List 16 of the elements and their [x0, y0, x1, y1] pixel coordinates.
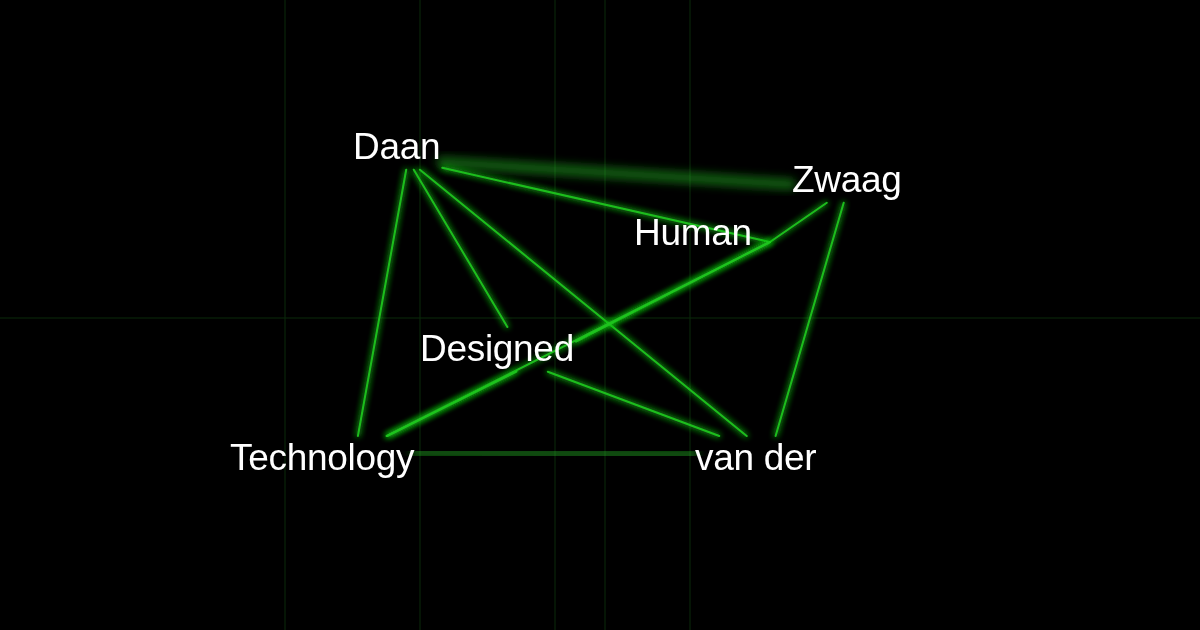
glowing-connector-line	[546, 370, 721, 437]
glowing-connector-line	[769, 201, 828, 243]
glowing-connector-line	[412, 168, 509, 328]
word-label: van der	[695, 438, 817, 479]
glowing-connector-line	[386, 370, 518, 437]
word-label: Human	[634, 213, 752, 254]
glowing-connector-line	[441, 166, 771, 243]
glowing-connector-line	[356, 168, 408, 437]
word-label: Zwaag	[792, 160, 902, 201]
glowing-connector-line	[418, 168, 748, 437]
glowing-connector-line	[436, 156, 796, 191]
glowing-connector-line	[774, 201, 845, 437]
word-label: Technology	[230, 438, 415, 479]
word-label: Daan	[353, 127, 441, 168]
glowing-connector-line	[410, 446, 699, 461]
glowing-connector-line	[385, 241, 771, 437]
